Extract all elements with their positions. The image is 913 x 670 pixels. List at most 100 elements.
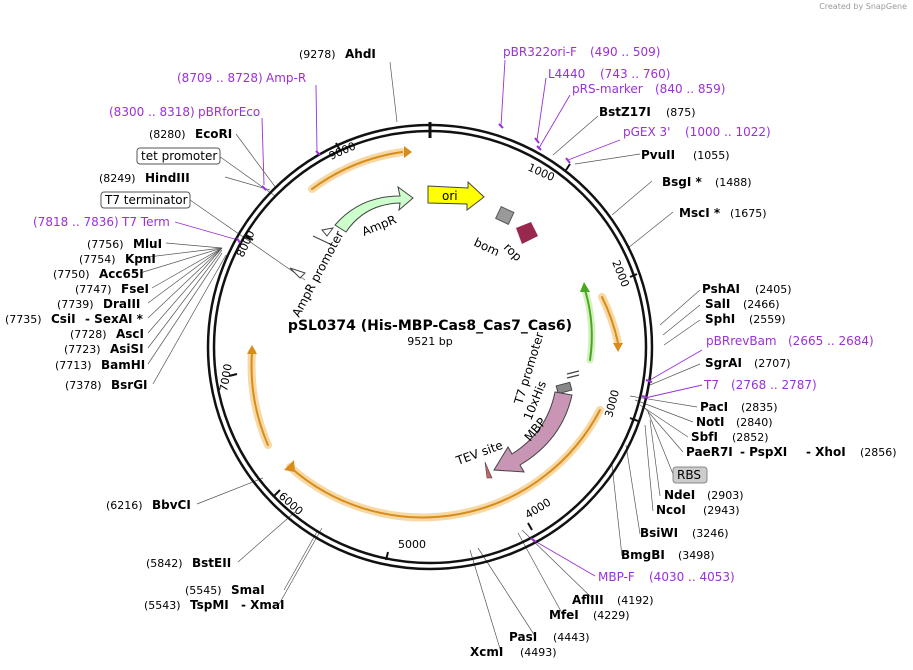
plasmid-length: 9521 bp <box>407 335 452 348</box>
site-fsei-pos: (7747) <box>75 283 112 296</box>
ampr-arrow <box>334 185 414 233</box>
primer-mbp-f-range: (4030 .. 4053) <box>649 570 735 584</box>
site-asisi: AsiSI <box>110 342 144 356</box>
site-noti-pos: (2840) <box>736 416 773 429</box>
site-paci-pos: (2835) <box>741 401 778 414</box>
orf-arrowheads <box>247 146 623 472</box>
tev-site-mark <box>484 461 493 479</box>
ori-arrow <box>427 180 485 212</box>
primer-pbr322ori-f: pBR322ori-F <box>503 45 577 59</box>
t7-terminator-arrow <box>289 267 306 279</box>
primer-pbrrevbam: pBRrevBam <box>706 334 777 348</box>
site-bbvci: BbvCI <box>152 498 191 512</box>
site-xhoi: - XhoI <box>806 445 846 459</box>
primer-t7-term-range: (7818 .. 7836) <box>33 215 119 229</box>
site-pshai: PshAI <box>702 282 740 296</box>
tet-promoter-label: tet promoter <box>141 149 217 163</box>
site-bsrgi: BsrGI <box>111 378 148 392</box>
site-bsgi-pos: (1488) <box>715 176 752 189</box>
site-pasi: PasI <box>509 630 537 644</box>
primer-t7-range: (2768 .. 2787) <box>731 378 817 392</box>
site-draiii: DraIII <box>103 297 140 311</box>
primer-pgex3-range: (1000 .. 1022) <box>685 125 771 139</box>
site-sphi-pos: (2559) <box>749 313 786 326</box>
site-msci: MscI * <box>679 206 721 220</box>
primer-leaders <box>174 59 703 577</box>
ori-label: ori <box>442 189 458 203</box>
site-tspmi: TspMI <box>190 598 229 612</box>
his-tag-box <box>555 381 573 395</box>
site-ecori-pos: (8280) <box>149 128 186 141</box>
site-pspxi: - PspXI <box>740 445 787 459</box>
site-smai-pos: (5545) <box>185 584 222 597</box>
site-ndei-pos: (2903) <box>707 489 744 502</box>
site-ncoi-pos: (2943) <box>703 504 740 517</box>
primer-marks <box>236 123 653 543</box>
site-paer7i-pos: (2856) <box>860 446 897 459</box>
rop-label: rop <box>501 240 525 264</box>
site-smai: SmaI <box>231 583 265 597</box>
site-ndei: NdeI <box>664 488 695 502</box>
site-bstz17i: BstZ17I <box>599 105 651 119</box>
site-ahdi-pos: (9278) <box>299 48 336 61</box>
sites-left: (9278) AhdI (5545) SmaI (5543) TspMI - X… <box>5 47 376 612</box>
site-sali-pos: (2466) <box>743 298 780 311</box>
site-tspmi-pos: (5543) <box>144 599 181 612</box>
primer-mbp-f: MBP-F <box>598 570 635 584</box>
site-sphi: SphI <box>705 312 735 326</box>
site-sbfi: SbfI <box>691 430 718 444</box>
mbp-arrow <box>493 391 573 473</box>
site-draiii-pos: (7739) <box>57 298 94 311</box>
t7-terminator-label: T7 terminator <box>104 193 188 207</box>
scale-9000: 9000 <box>327 139 358 162</box>
site-bsteii-pos: (5842) <box>146 557 183 570</box>
site-noti: NotI <box>696 415 725 429</box>
site-xcmi-pos: (4493) <box>520 646 557 659</box>
site-xmai: - XmaI <box>241 598 285 612</box>
site-bbvci-pos: (6216) <box>106 499 143 512</box>
ampr-promoter-line <box>312 235 331 245</box>
sites-right: BstZ17I (875) PvuII (1055) BsgI * (1488)… <box>470 105 897 659</box>
rbs-box <box>672 466 708 484</box>
orf-arrows <box>247 148 622 522</box>
site-acc65i-pos: (7750) <box>53 268 90 281</box>
site-sgrai: SgrAI <box>705 356 742 370</box>
site-bsgi: BsgI * <box>662 175 703 189</box>
site-msci-pos: (1675) <box>730 207 767 220</box>
site-hindiii-pos: (8249) <box>99 172 136 185</box>
scale-7000: 7000 <box>217 363 235 393</box>
rbs-label: RBS <box>677 468 701 482</box>
site-bmgbi-pos: (3498) <box>678 549 715 562</box>
site-asisi-pos: (7723) <box>64 343 101 356</box>
site-ncoi: NcoI <box>656 503 686 517</box>
site-csii-pos: (7735) <box>5 313 42 326</box>
site-asci: AscI <box>116 327 144 341</box>
site-pvuii: PvuII <box>641 148 675 162</box>
primer-amp-r-range: (8709 .. 8728) <box>177 71 263 85</box>
site-sexai: - SexAI * <box>85 312 144 326</box>
site-hindiii: HindIII <box>145 171 190 185</box>
site-aflIII-pos: (4192) <box>617 594 654 607</box>
ampr-label: AmpR <box>360 212 398 238</box>
primer-l4440: L4440 <box>548 67 585 81</box>
site-csii: CsiI <box>51 312 76 326</box>
scale-3000: 3000 <box>602 388 622 418</box>
site-bamhi: BamHI <box>101 358 145 372</box>
tet-promoter-box <box>136 147 221 165</box>
site-kpni-pos: (7754) <box>79 253 116 266</box>
created-by-watermark: Created by SnapGene <box>819 2 907 11</box>
primer-amp-r: Amp-R <box>266 71 306 85</box>
site-paci: PacI <box>700 400 728 414</box>
site-paer7i: PaeR7I <box>686 445 733 459</box>
primer-pbrforeco: pBRforEco <box>198 105 260 119</box>
primer-pbrforeco-range: (8300 .. 8318) <box>109 105 195 119</box>
site-aflIII: AflIII <box>572 593 604 607</box>
site-mfei-pos: (4229) <box>593 609 630 622</box>
site-bsteii: BstEII <box>192 556 231 570</box>
site-fsei: FseI <box>121 282 149 296</box>
site-bsiwi: BsiWI <box>640 526 678 540</box>
primer-prs-marker-range: (840 .. 859) <box>655 82 725 96</box>
site-asci-pos: (7728) <box>70 328 107 341</box>
scale-1000: 1000 <box>526 161 557 184</box>
